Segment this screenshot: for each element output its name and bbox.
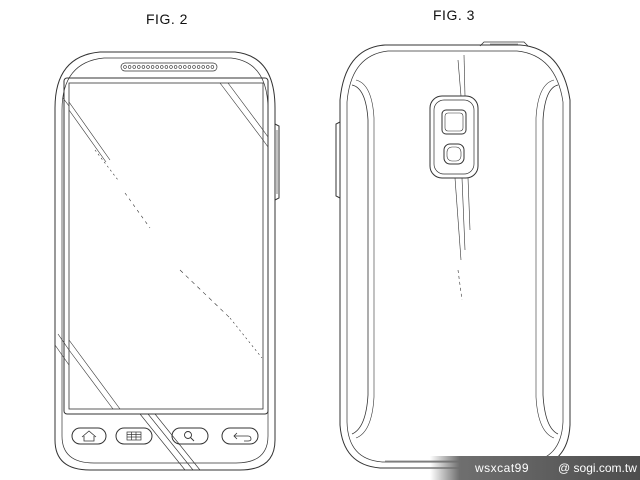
display-reflection	[54, 82, 269, 410]
home-key	[71, 427, 107, 445]
grille-dot	[137, 65, 141, 69]
back-key	[221, 427, 259, 445]
display-inner	[68, 82, 264, 410]
grille-dot	[123, 65, 127, 69]
grille-dot	[146, 65, 150, 69]
grille-dot	[127, 65, 132, 69]
grille-dot	[132, 65, 136, 69]
right-contour	[542, 84, 559, 435]
camera-lens-icon	[441, 109, 467, 135]
menu-key	[115, 427, 153, 445]
left-contour	[351, 84, 369, 435]
phone-front-view	[54, 51, 280, 471]
grille-dot	[178, 65, 182, 69]
search-icon	[184, 431, 195, 442]
fig2-label: FIG. 2	[146, 11, 188, 27]
left-contour-inner	[355, 79, 375, 439]
back-outer-body	[339, 44, 571, 469]
grille-dot	[150, 65, 155, 69]
grille-dot	[201, 65, 205, 69]
grille-dot	[169, 65, 173, 69]
watermark: wsxcat99 @ sogi.com.tw	[430, 456, 640, 480]
bezel-reflection	[139, 413, 201, 471]
menu-icon	[126, 431, 142, 441]
camera-module	[429, 95, 479, 179]
grille-dot	[141, 65, 146, 69]
grille-dot	[164, 65, 169, 69]
grille-dot	[192, 65, 196, 69]
grille-dot	[183, 65, 187, 69]
back-inner-edge	[346, 50, 564, 463]
camera-flash-icon	[443, 143, 465, 165]
home-icon	[81, 430, 97, 442]
watermark-user: wsxcat99	[475, 461, 530, 475]
grille-dot	[173, 65, 178, 69]
top-edge-detail	[479, 41, 529, 47]
front-inner-bezel	[61, 57, 269, 464]
back-icon	[233, 432, 252, 442]
back-reflection	[454, 54, 471, 301]
phone-back-view	[335, 41, 571, 469]
grille-dot	[210, 65, 215, 69]
speaker-grille-icon	[120, 62, 218, 72]
side-key	[274, 123, 280, 201]
front-outer-body	[54, 51, 276, 471]
grille-dot	[155, 65, 159, 69]
grille-dot	[196, 65, 201, 69]
grille-dot	[187, 65, 192, 69]
speaker-grille-dots	[123, 65, 215, 69]
fig3-label: FIG. 3	[433, 7, 475, 23]
display-outer	[63, 77, 269, 415]
back-side-key	[335, 121, 341, 199]
right-contour-inner	[535, 79, 555, 439]
grille-dot	[160, 65, 164, 69]
search-key	[171, 427, 209, 445]
watermark-site: @ sogi.com.tw	[558, 461, 637, 475]
grille-dot	[206, 65, 210, 69]
